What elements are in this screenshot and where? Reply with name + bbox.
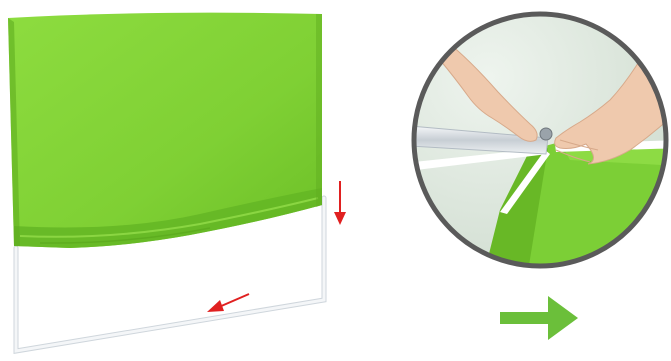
- green-fabric-banner: [8, 13, 322, 248]
- green-right-arrow-icon: [500, 296, 578, 340]
- red-down-arrow-icon: [334, 181, 346, 225]
- red-left-arrow-icon: [207, 294, 249, 312]
- detail-magnifier-circle: [410, 14, 671, 290]
